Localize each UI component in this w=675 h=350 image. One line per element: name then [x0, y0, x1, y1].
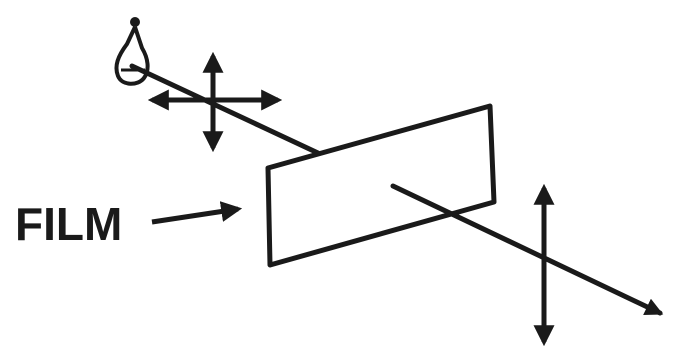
polarizing-film-sheet [268, 106, 494, 265]
unpolarized-cross-arrows [152, 56, 278, 148]
incident-light-ray [132, 66, 318, 153]
transmitted-light-ray [393, 186, 660, 313]
film-label: FILM [15, 198, 122, 250]
film-pointer-arrow [152, 209, 238, 222]
